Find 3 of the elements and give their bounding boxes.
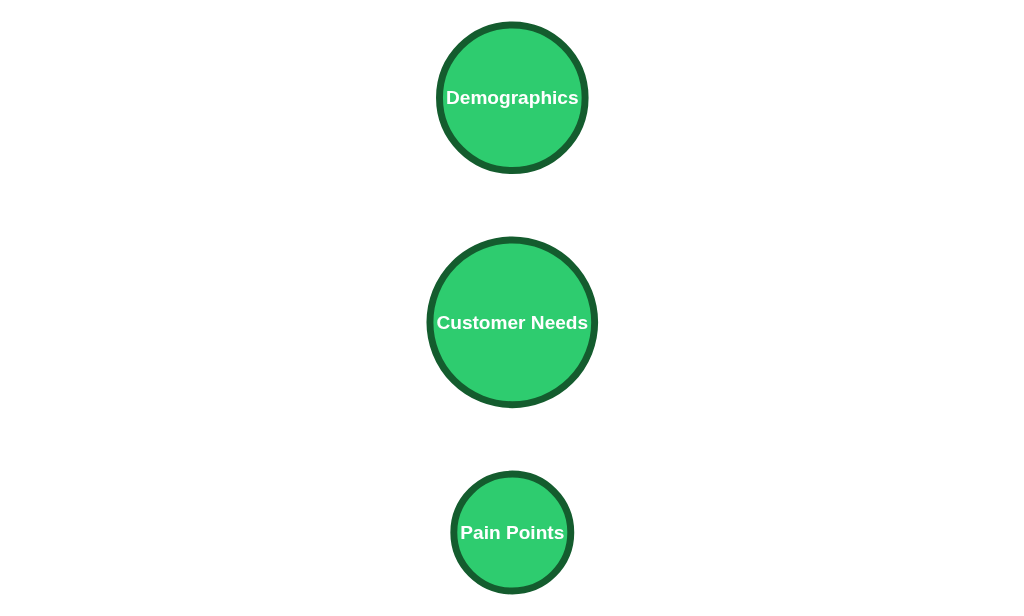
node-circle: Demographics xyxy=(435,21,589,175)
node-circle: Customer Needs xyxy=(426,236,598,409)
node-circle: Pain Points xyxy=(450,470,574,595)
